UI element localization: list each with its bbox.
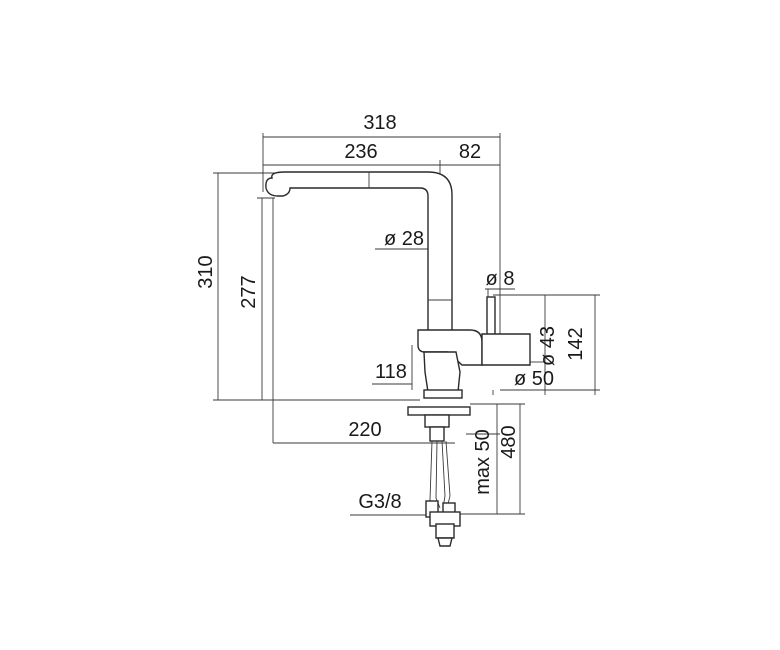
base-flange <box>423 389 463 399</box>
handle-dimension-lines <box>492 294 600 395</box>
mounting-assembly <box>407 406 471 547</box>
height-dimension-lines <box>213 172 420 401</box>
connection-label: G3/8 <box>358 491 401 513</box>
faucet-body <box>265 171 531 399</box>
overall-width-label: 318 <box>363 112 396 134</box>
spout <box>265 171 453 336</box>
handle-height-label: 142 <box>565 327 587 360</box>
hose-right <box>445 440 451 509</box>
lever <box>486 296 496 338</box>
spout-diameter-label: ø 28 <box>384 228 424 250</box>
deck-plate <box>407 406 471 416</box>
spout-reach-label: 236 <box>344 141 377 163</box>
mixer-body <box>417 329 483 366</box>
spout-height-label: 277 <box>238 275 260 308</box>
max-deck-thickness-label: max 50 <box>472 429 494 495</box>
base-height-label: 118 <box>375 361 407 383</box>
hose-left <box>429 440 437 511</box>
lever-diameter-label: ø 8 <box>486 268 515 290</box>
width-dimension-lines <box>262 133 501 335</box>
base-dimension-lines <box>372 345 413 390</box>
total-height-label: 310 <box>195 255 217 288</box>
pullout-dimension-lines <box>272 198 455 444</box>
hose-length-label: 480 <box>498 425 520 458</box>
base-diameter-label: ø 50 <box>514 368 554 390</box>
faucet-neck <box>423 351 461 393</box>
below-deck-dimension-lines <box>460 403 525 515</box>
handle-diameter-label: ø 43 <box>537 326 559 366</box>
handle <box>481 333 531 366</box>
hose-pullout-label: 220 <box>348 419 381 441</box>
handle-offset-label: 82 <box>459 141 481 163</box>
